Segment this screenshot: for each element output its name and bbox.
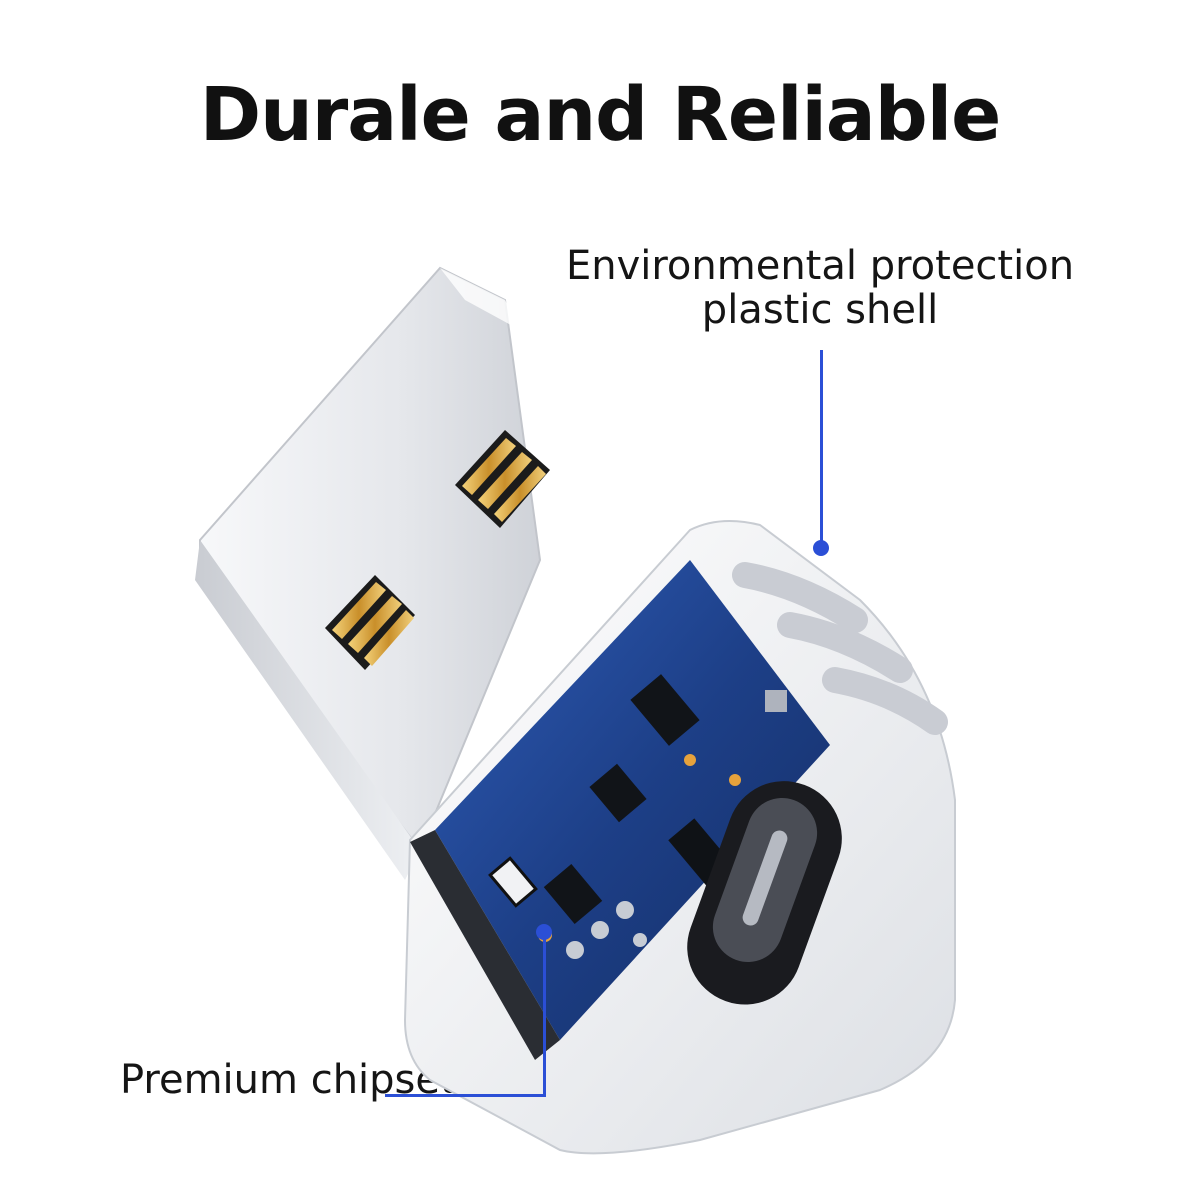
headline: Durale and Reliable — [199, 72, 1002, 158]
usb-c-port — [687, 781, 842, 1005]
chipset-leader-horizontal — [385, 1094, 546, 1097]
upper-contact-pad — [455, 430, 550, 528]
shell-leader-line — [820, 350, 823, 546]
chipset-leader-vertical — [543, 932, 546, 1097]
lower-contact-pad — [325, 575, 415, 670]
shell-callout-line1: Environmental protection — [565, 243, 1075, 289]
shell-callout: Environmental protection plastic shell — [540, 244, 1100, 332]
shell-callout-line2: plastic shell — [701, 287, 939, 333]
usb-a-plug — [195, 266, 542, 880]
circuit-board — [410, 560, 830, 1060]
shell-leader-dot — [813, 540, 829, 556]
